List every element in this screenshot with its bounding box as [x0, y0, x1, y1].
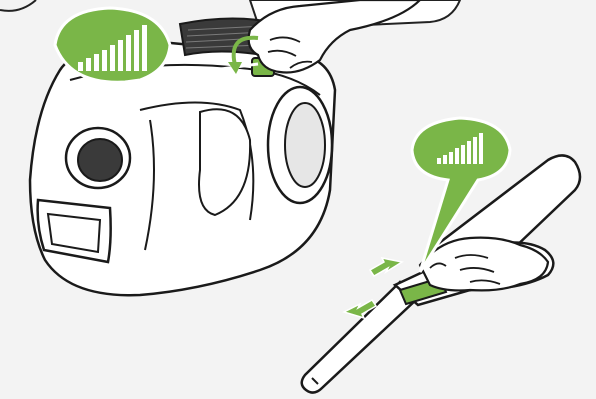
instruction-illustration [0, 0, 596, 399]
